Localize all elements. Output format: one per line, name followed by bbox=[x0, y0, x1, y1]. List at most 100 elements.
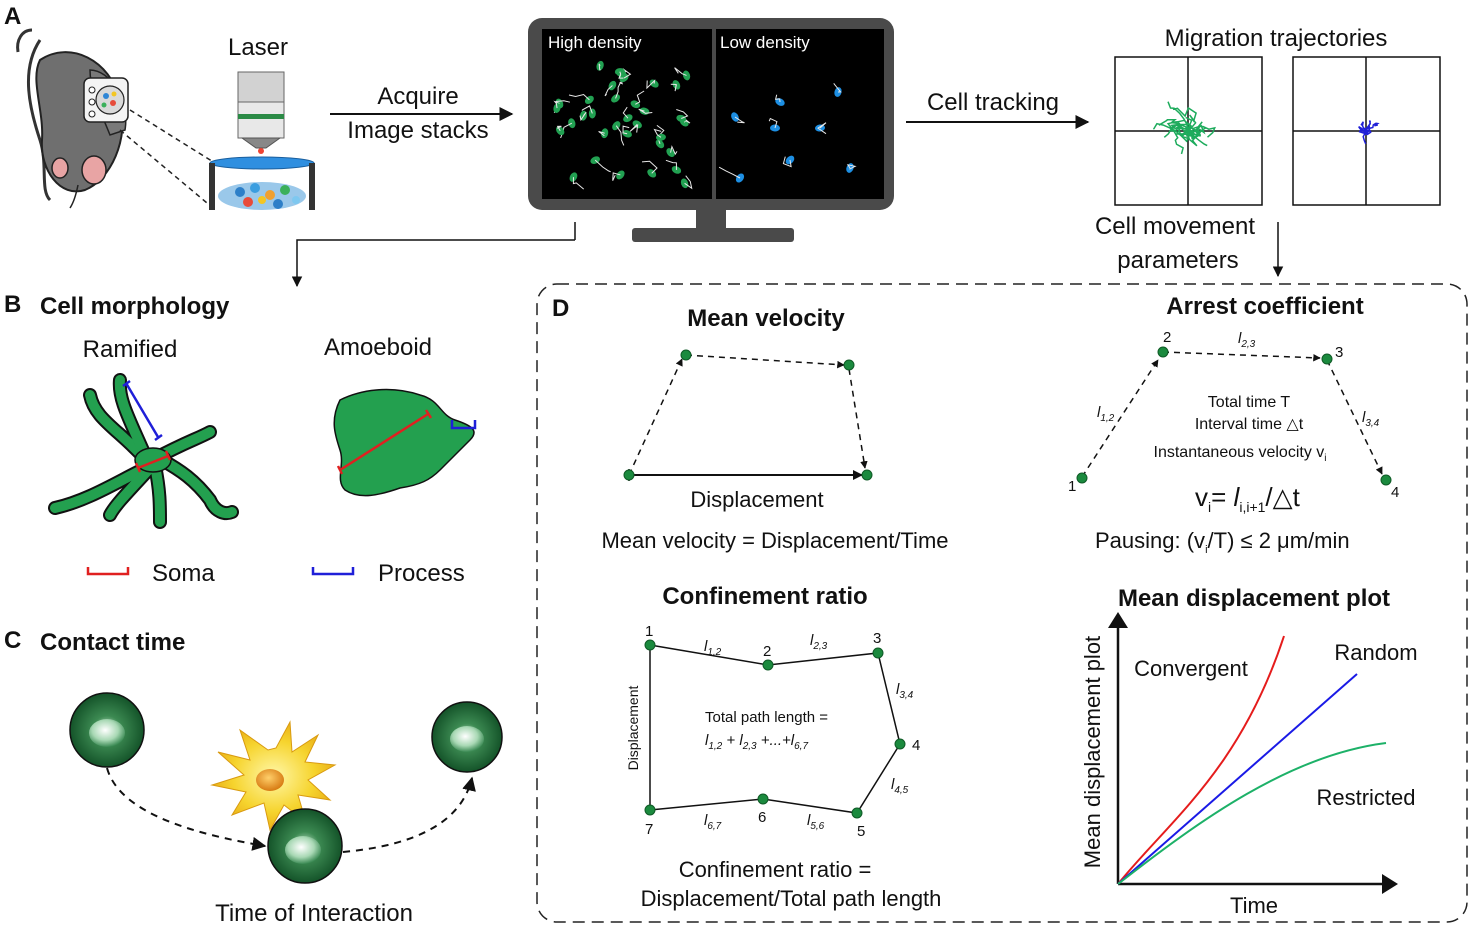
low-density-cells bbox=[718, 83, 857, 183]
cr-seg-12: l1,2 bbox=[704, 638, 722, 658]
low-density-cell-track bbox=[718, 166, 741, 179]
cr-node-3: 3 bbox=[873, 630, 881, 647]
high-density-cell-track bbox=[598, 63, 601, 71]
cr-formula-1: Confinement ratio = bbox=[679, 857, 872, 882]
high-density-cell-track bbox=[683, 118, 691, 124]
mdp-xlabel: Time bbox=[1230, 893, 1278, 918]
cr-node-2: 2 bbox=[763, 643, 771, 660]
mdp-restricted-label: Restricted bbox=[1316, 785, 1415, 810]
cr-node-7: 7 bbox=[645, 821, 653, 838]
high-density-cell-track bbox=[555, 100, 571, 109]
low-density-cell-track bbox=[768, 117, 778, 129]
mdp-convergent-label: Convergent bbox=[1134, 656, 1248, 681]
low-density-label: Low density bbox=[720, 33, 810, 52]
low-density-cell-track bbox=[846, 164, 857, 170]
panel-c-letter: C bbox=[4, 627, 21, 654]
arrest-l34: l3,4 bbox=[1362, 409, 1380, 429]
ramified-label: Ramified bbox=[83, 336, 178, 363]
monitor-to-b-arrow bbox=[291, 239, 575, 288]
high-density-cell-track bbox=[622, 106, 629, 119]
cr-seg-45: l4,5 bbox=[891, 776, 909, 796]
parameters-label: parameters bbox=[1117, 247, 1238, 274]
cell-movement-label: Cell movement bbox=[1095, 213, 1255, 240]
high-density-cell-track bbox=[618, 71, 624, 79]
vi-formula: vi= li,i+1/△t bbox=[1195, 482, 1301, 515]
high-density-cell-track bbox=[638, 108, 653, 114]
panel-d-frame bbox=[536, 283, 1468, 923]
mdp-axes bbox=[1108, 612, 1398, 894]
amoeboid-label: Amoeboid bbox=[324, 334, 432, 361]
low-density-cell-track bbox=[833, 83, 842, 93]
high-density-cell-track bbox=[629, 124, 639, 133]
interval-time-label: Interval time △t bbox=[1195, 416, 1304, 433]
arrest-node-3: 3 bbox=[1335, 344, 1343, 361]
acquire-label: Acquire bbox=[377, 83, 458, 110]
arrest-node-4: 4 bbox=[1391, 484, 1399, 501]
arrest-l23: l2,3 bbox=[1238, 330, 1256, 350]
contact-arrow-out bbox=[342, 776, 476, 853]
sample-dish bbox=[209, 156, 315, 210]
cr-displacement-label: Displacement bbox=[625, 685, 641, 770]
high-density-cell-track bbox=[670, 83, 677, 92]
low-density-cell-track bbox=[817, 122, 827, 135]
t-cell-contact bbox=[267, 808, 343, 884]
cr-seg-23: l2,3 bbox=[810, 632, 828, 652]
amoeboid-cell bbox=[333, 388, 477, 497]
cell-tracking-label: Cell tracking bbox=[927, 89, 1059, 116]
mdp-ylabel: Mean displacement plot bbox=[1080, 636, 1105, 868]
inst-velocity-label: Instantaneous velocity vi bbox=[1154, 444, 1327, 464]
dendritic-cell bbox=[210, 720, 337, 832]
mdp-restricted-curve bbox=[1117, 742, 1387, 885]
high-density-cell-track bbox=[615, 125, 625, 146]
cr-seg-67: l6,7 bbox=[704, 812, 722, 832]
cr-seg-56: l5,6 bbox=[807, 812, 825, 832]
high-density-cell-track bbox=[635, 90, 645, 105]
low-density-cell-track bbox=[774, 94, 781, 103]
cr-node-6: 6 bbox=[758, 809, 766, 826]
mv-displacement-label: Displacement bbox=[690, 487, 823, 512]
high-density-cell-track bbox=[594, 159, 611, 173]
high-density-cell-track bbox=[674, 67, 687, 76]
total-time-label: Total time T bbox=[1208, 394, 1291, 411]
confinement-diagram bbox=[644, 639, 906, 819]
high-density-cell-track bbox=[653, 128, 662, 138]
high-density-cell-track bbox=[581, 105, 593, 114]
high-density-cell-track bbox=[612, 172, 621, 181]
arrest-diagram bbox=[1076, 346, 1392, 486]
high-density-cell-track bbox=[676, 109, 689, 119]
panel-b-letter: B bbox=[4, 291, 21, 318]
high-density-cell-track bbox=[641, 160, 658, 174]
high-density-cells bbox=[553, 60, 693, 190]
contact-arrow-in bbox=[106, 767, 267, 851]
mdp-random-label: Random bbox=[1334, 640, 1417, 665]
arrest-node-2: 2 bbox=[1163, 329, 1171, 346]
high-density-cell-track bbox=[556, 125, 562, 131]
pausing-formula: Pausing: (vi/T) ≤ 2 μm/min bbox=[1095, 528, 1350, 556]
panel-d-letter: D bbox=[552, 295, 569, 322]
contact-time-title: Contact time bbox=[40, 629, 185, 656]
cell-morphology-title: Cell morphology bbox=[40, 293, 230, 320]
mdp-random-curve bbox=[1117, 673, 1358, 885]
panel-a-letter: A bbox=[4, 3, 21, 30]
confinement-ratio-title: Confinement ratio bbox=[662, 583, 867, 610]
high-density-cell-track bbox=[665, 159, 677, 170]
objective-lens bbox=[237, 71, 285, 154]
low-density-cell-track bbox=[734, 116, 745, 124]
monitor bbox=[528, 18, 894, 242]
trajectory-box-low bbox=[1292, 56, 1441, 206]
image-stacks-label: Image stacks bbox=[347, 117, 488, 144]
trajectory-box-high bbox=[1114, 56, 1263, 206]
process-legend-marker bbox=[311, 567, 355, 576]
high-density-cell-track bbox=[670, 145, 678, 156]
mdp-convergent-curve bbox=[1117, 635, 1285, 885]
low-density-cell-track bbox=[782, 156, 792, 168]
t-cell-start bbox=[69, 692, 145, 768]
migration-trajectories-label: Migration trajectories bbox=[1165, 25, 1388, 52]
arrest-node-1: 1 bbox=[1068, 478, 1076, 495]
soma-legend-label: Soma bbox=[152, 560, 215, 587]
cr-node-1: 1 bbox=[645, 623, 653, 640]
mean-velocity-title: Mean velocity bbox=[687, 305, 845, 332]
total-path-sum: l1,2 + l2,3 +...+l6,7 bbox=[705, 732, 808, 752]
mouse-illustration bbox=[16, 28, 129, 209]
